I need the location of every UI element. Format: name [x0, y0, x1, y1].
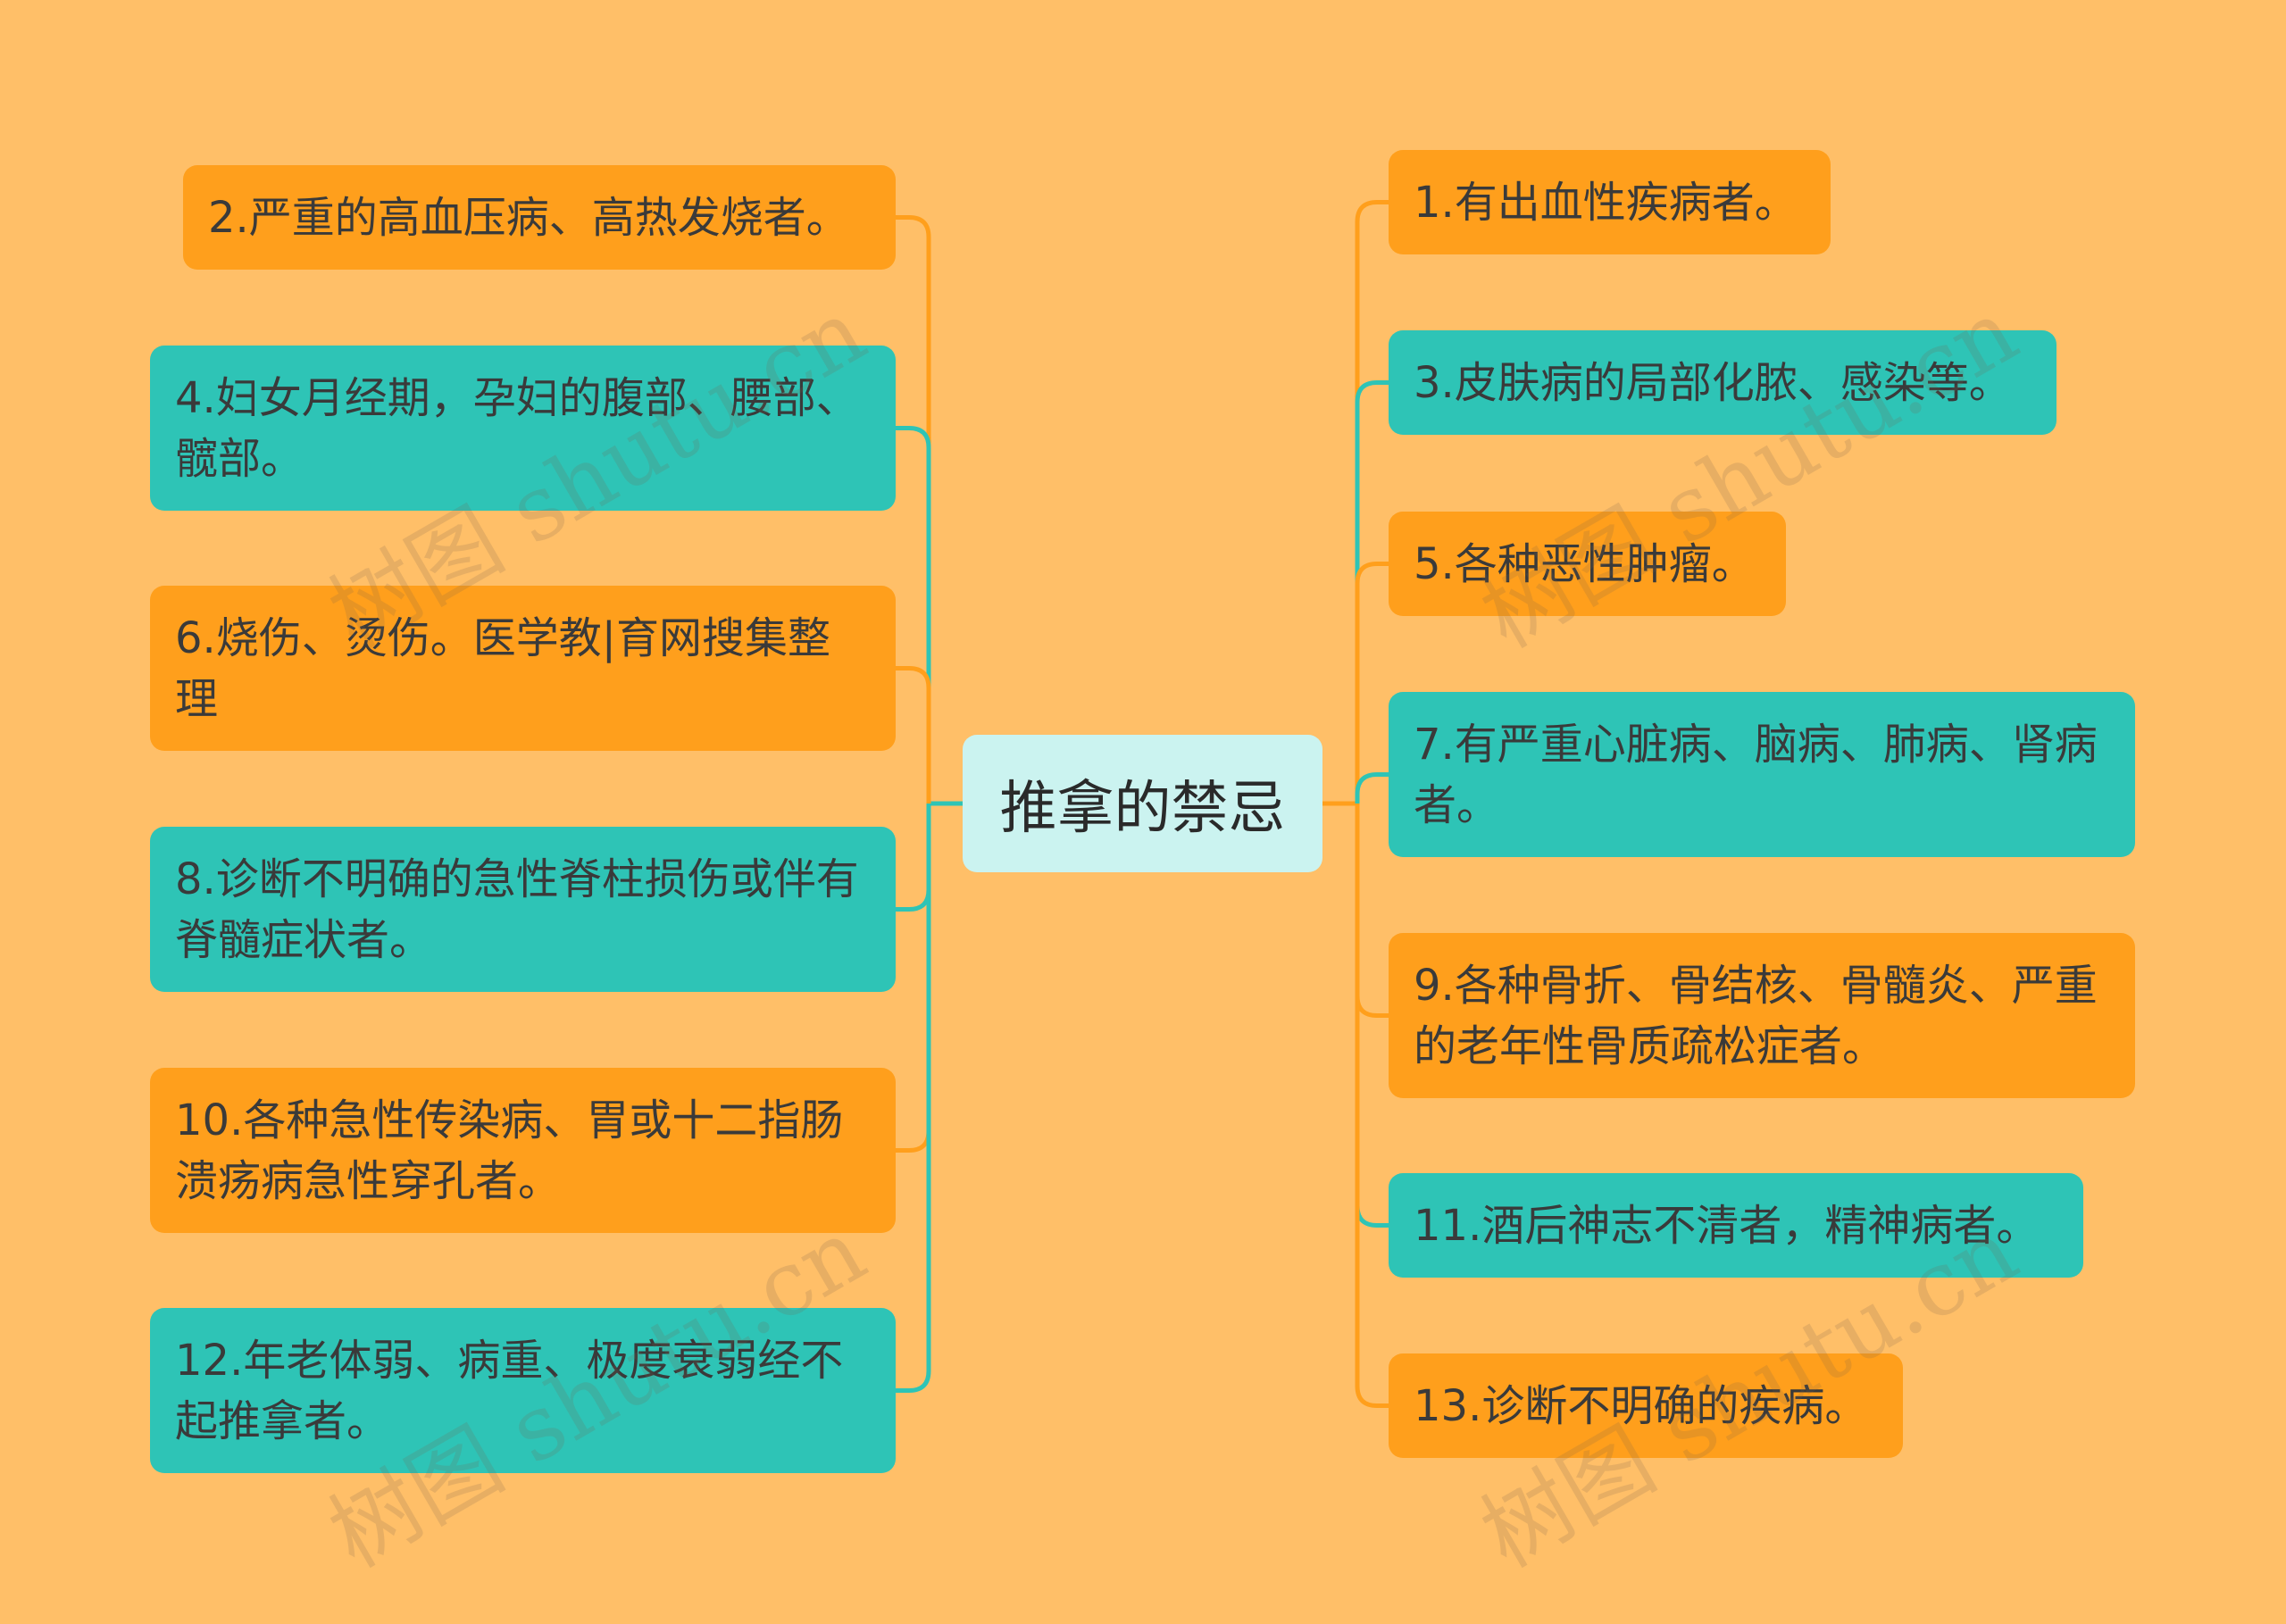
connector-right-1 [1355, 200, 1389, 804]
connector-left-6 [896, 804, 931, 1393]
node-left-4[interactable]: 8.诊断不明确的急性脊柱损伤或伴有脊髓症状者。 [150, 827, 896, 992]
node-right-5[interactable]: 9.各种骨折、骨结核、骨髓炎、严重的老年性骨质疏松症者。 [1389, 933, 2135, 1098]
node-left-6[interactable]: 12.年老体弱、病重、极度衰弱经不起推拿者。 [150, 1308, 896, 1473]
connector-right-4 [1355, 772, 1389, 804]
connector-right-7 [1355, 804, 1389, 1408]
node-right-6[interactable]: 11.酒后神志不清者，精神病者。 [1389, 1173, 2083, 1278]
node-left-3[interactable]: 6.烧伤、烫伤。医学教|育网搜集整理 [150, 586, 896, 751]
node-right-3[interactable]: 5.各种恶性肿瘤。 [1389, 512, 1786, 616]
connector-left-2 [896, 426, 931, 804]
connector-left-5 [896, 804, 931, 1153]
connector-left-4 [896, 804, 931, 912]
node-right-1[interactable]: 1.有出血性疾病者。 [1389, 150, 1831, 254]
node-right-7[interactable]: 13.诊断不明确的疾病。 [1389, 1353, 1903, 1458]
node-left-1[interactable]: 2.严重的高血压病、高热发烧者。 [183, 165, 896, 270]
node-right-2[interactable]: 3.皮肤病的局部化脓、感染等。 [1389, 330, 2057, 435]
connector-right-5 [1355, 804, 1389, 1018]
node-left-5[interactable]: 10.各种急性传染病、胃或十二指肠溃疡病急性穿孔者。 [150, 1068, 896, 1233]
connector-right-3 [1355, 562, 1389, 804]
central-topic[interactable]: 推拿的禁忌 [963, 735, 1322, 872]
connector-right-2 [1355, 380, 1389, 804]
node-left-2[interactable]: 4.妇女月经期，孕妇的腹部、腰部、髋部。 [150, 346, 896, 511]
node-right-4[interactable]: 7.有严重心脏病、脑病、肺病、肾病者。 [1389, 692, 2135, 857]
connector-left-3 [896, 666, 931, 804]
connector-left-1 [896, 215, 931, 804]
